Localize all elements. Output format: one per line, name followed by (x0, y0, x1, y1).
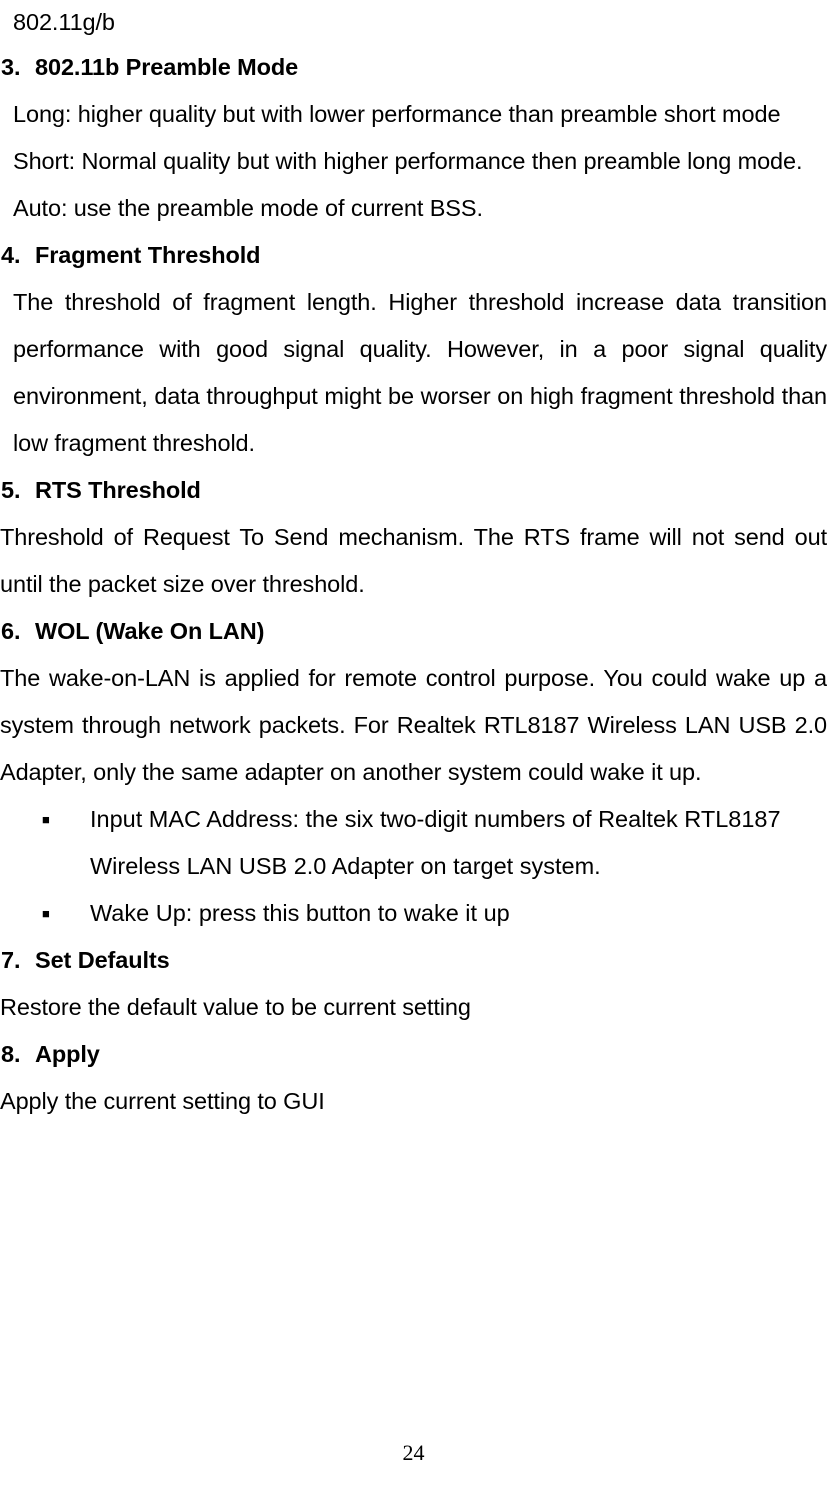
section-number-7: 7. (1, 947, 21, 973)
list-item: ■ Wake Up: press this button to wake it u… (0, 890, 827, 937)
section-6-paragraph-1: The wake-on-LAN is applied for remote co… (0, 665, 827, 785)
section-3-paragraph-3: Auto: use the preamble mode of current B… (13, 195, 483, 221)
section-number-3: 3. (1, 54, 21, 80)
section-number-4: 4. (1, 242, 21, 268)
section-heading-6: 6. WOL (Wake On LAN) (0, 608, 827, 655)
continuation-line: 802.11g/b (13, 9, 115, 35)
section-title-7: Set Defaults (35, 947, 170, 973)
page-number: 24 (402, 1440, 425, 1465)
section-number-5: 5. (1, 477, 21, 503)
section-6-bullet-list: ■ Input MAC Address: the six two-digit nu… (0, 796, 827, 937)
section-3-paragraph-1: Long: higher quality but with lower perf… (13, 101, 781, 127)
section-title-4: Fragment Threshold (35, 242, 261, 268)
section-title-3: 802.11b Preamble Mode (35, 54, 299, 80)
section-3-paragraph-2: Short: Normal quality but with higher pe… (13, 148, 803, 174)
section-title-6: WOL (Wake On LAN) (35, 618, 265, 644)
section-number-8: 8. (1, 1041, 21, 1067)
section-heading-5: 5. RTS Threshold (0, 467, 827, 514)
section-heading-7: 7. Set Defaults (0, 937, 827, 984)
list-item-text: Wake Up: press this button to wake it up (90, 900, 510, 926)
section-heading-4: 4. Fragment Threshold (0, 232, 827, 279)
square-bullet-icon: ■ (42, 812, 50, 827)
section-heading-8: 8. Apply (0, 1031, 827, 1078)
section-title-8: Apply (35, 1041, 100, 1067)
section-heading-3: 3. 802.11b Preamble Mode (0, 44, 827, 91)
section-7-paragraph-1: Restore the default value to be current … (0, 994, 471, 1020)
section-4-paragraph-1: The threshold of fragment length. Higher… (13, 289, 827, 456)
list-item: ■ Input MAC Address: the six two-digit nu… (0, 796, 827, 890)
section-title-5: RTS Threshold (35, 477, 201, 503)
list-item-text: Input MAC Address: the six two-digit num… (90, 806, 781, 879)
section-number-6: 6. (1, 618, 21, 644)
square-bullet-icon: ■ (42, 906, 50, 921)
page-footer: 24 (0, 1441, 827, 1465)
page-content: 802.11g/b 3. 802.11b Preamble Mode Long: … (0, 9, 827, 1114)
section-8-paragraph-1: Apply the current setting to GUI (0, 1088, 325, 1114)
section-5-paragraph-1: Threshold of Request To Send mechanism. … (0, 524, 827, 597)
